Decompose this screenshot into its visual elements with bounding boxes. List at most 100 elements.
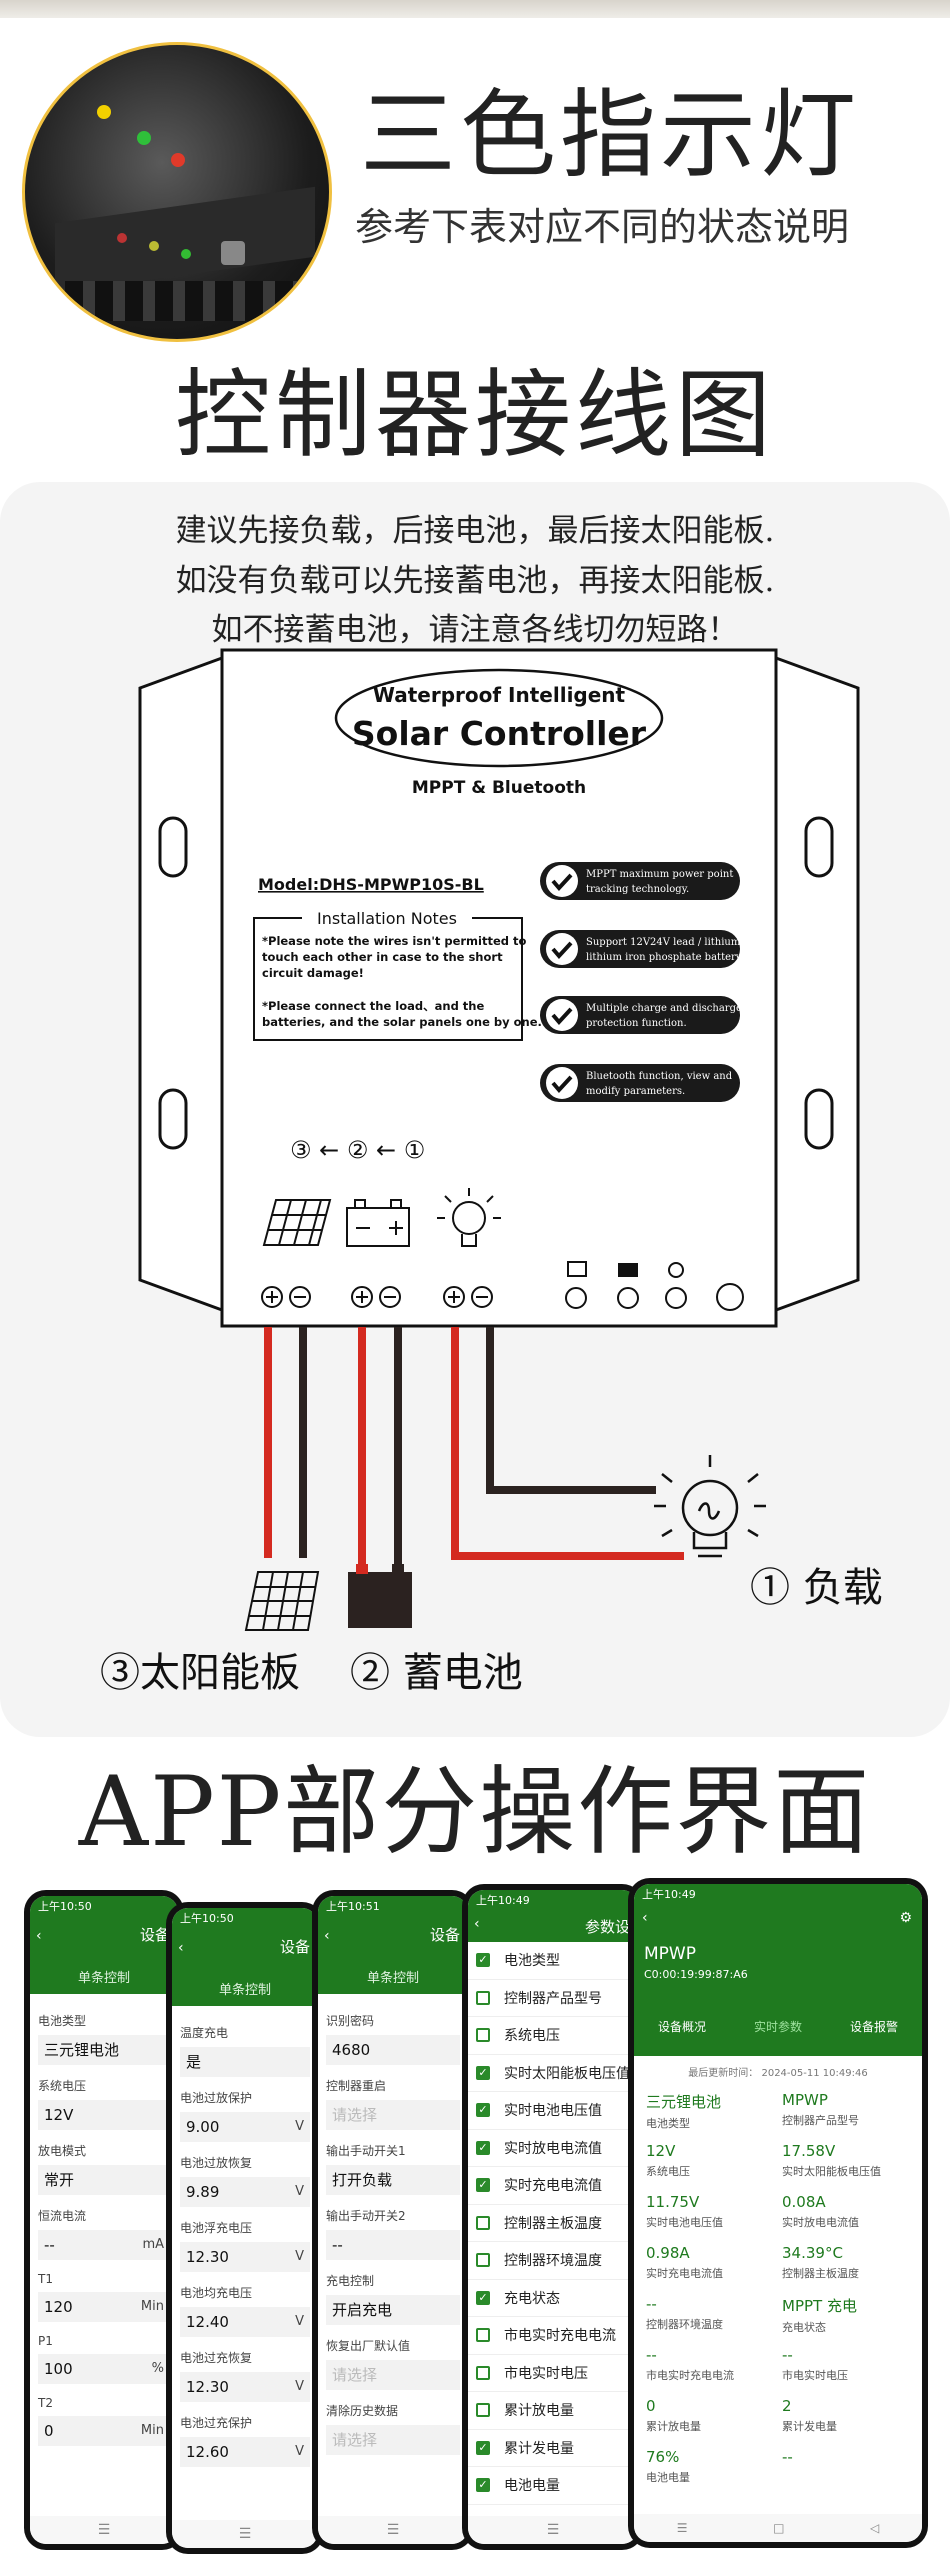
checkbox-icon[interactable]: [476, 2215, 490, 2230]
parameter-label: 实时太阳能板电压值: [504, 2065, 630, 2082]
menu-icon[interactable]: ☰: [97, 2522, 111, 2538]
tab-realtime-params[interactable]: 实时参数: [753, 2020, 802, 2034]
param-value: 0.08A: [782, 2193, 826, 2211]
parameter-row[interactable]: ✓累计发电量: [468, 2430, 638, 2467]
checkbox-icon[interactable]: ✓: [476, 2065, 490, 2080]
field-value-input[interactable]: 打开负载: [326, 2165, 460, 2195]
checkbox-icon[interactable]: [476, 2328, 490, 2343]
parameter-row[interactable]: 累计放电量: [468, 2392, 638, 2430]
tab-single-control[interactable]: 单条控制: [318, 1964, 468, 1994]
parameter-row[interactable]: 系统电压: [468, 2017, 638, 2055]
parameter-label: 控制器主板温度: [504, 2215, 602, 2232]
tab-device-alarm[interactable]: 设备报警: [849, 2020, 898, 2034]
back-icon[interactable]: ‹: [324, 1928, 330, 1944]
checkbox-icon[interactable]: ✓: [476, 2178, 490, 2193]
badge-line1: Waterproof Intelligent: [373, 683, 626, 707]
parameter-row[interactable]: ✓充电状态: [468, 2280, 638, 2317]
status-bar: 上午10:50: [172, 1908, 318, 1930]
field-value: 请选择: [332, 2366, 378, 2384]
svg-text:modify parameters.: modify parameters.: [586, 1086, 685, 1097]
menu-icon[interactable]: ☰: [546, 2522, 560, 2538]
field-label: 温度充电: [180, 2026, 229, 2040]
back-icon[interactable]: ‹: [36, 1928, 42, 1944]
field-value-input[interactable]: 12V: [38, 2100, 170, 2130]
checkbox-icon[interactable]: [476, 2028, 490, 2043]
checkbox-icon[interactable]: [476, 2253, 490, 2268]
param-value: 0.98A: [646, 2244, 690, 2262]
menu-icon[interactable]: ☰: [676, 2521, 688, 2535]
checkbox-icon[interactable]: [476, 1990, 490, 2005]
checkbox-icon[interactable]: [476, 2403, 490, 2418]
load-positive-wire: [451, 1327, 684, 1560]
param-label: 实时太阳能板电压值: [782, 2165, 881, 2178]
field-value-input[interactable]: 请选择: [326, 2425, 460, 2455]
tab-single-control[interactable]: 单条控制: [172, 1976, 318, 2006]
field-value-input[interactable]: 常开: [38, 2165, 170, 2195]
led-red-small-icon: [117, 233, 127, 243]
parameter-row[interactable]: ✓实时充电电流值: [468, 2167, 638, 2205]
field-value-input[interactable]: 开启充电: [326, 2295, 460, 2325]
menu-icon[interactable]: ☰: [386, 2522, 400, 2538]
field-value-input[interactable]: 4680: [326, 2035, 460, 2065]
parameter-row[interactable]: ✓电池电量: [468, 2467, 638, 2505]
tab-single-control[interactable]: 单条控制: [30, 1964, 178, 1994]
checkbox-icon[interactable]: ✓: [476, 2103, 490, 2118]
field-value-input[interactable]: 100%: [38, 2354, 170, 2384]
menu-icon[interactable]: ☰: [238, 2526, 252, 2542]
parameter-label: 电池类型: [504, 1953, 560, 1970]
field-value-input[interactable]: --: [326, 2230, 460, 2260]
field-value-input[interactable]: 请选择: [326, 2360, 460, 2390]
field-value-input[interactable]: 请选择: [326, 2100, 460, 2130]
phone-parameter-selection: 上午10:49 ‹ 参数设 ✓ 电池类型控制器产品型号系统电压 ✓ 实时太阳能板电压值…: [462, 1884, 644, 2550]
green-led-icon: [137, 131, 151, 145]
param-label: 实时放电电流值: [782, 2216, 859, 2229]
field-unit: mA: [142, 2237, 164, 2252]
parameter-row[interactable]: ✓实时电池电压值: [468, 2092, 638, 2130]
checkbox-icon[interactable]: ✓: [476, 2478, 490, 2493]
parameter-row[interactable]: 市电实时电压: [468, 2355, 638, 2392]
field-value-input[interactable]: 是: [180, 2047, 310, 2077]
checkbox-icon[interactable]: ✓: [476, 1953, 490, 1968]
check-icon: [551, 873, 573, 892]
home-icon[interactable]: □: [773, 2521, 785, 2535]
back-nav-icon[interactable]: ◁: [869, 2521, 880, 2535]
feature-2: Support 12V24V lead / lithium lithium ir…: [540, 930, 743, 968]
checkbox-icon[interactable]: ✓: [476, 2290, 490, 2305]
model-number: Model:DHS-MPWP10S-BL: [258, 875, 484, 894]
parameter-row[interactable]: ✓ 电池类型: [468, 1942, 638, 1980]
field-value-input[interactable]: --mA: [38, 2230, 170, 2260]
tab-device-overview[interactable]: 设备概况: [657, 2020, 706, 2034]
screen-title: 设备: [139, 1926, 170, 1944]
checkbox-icon[interactable]: ✓: [476, 2140, 490, 2155]
settings-icon[interactable]: ⚙: [899, 1910, 912, 1926]
parameter-row[interactable]: ✓ 实时太阳能板电压值: [468, 2055, 638, 2092]
screen-title: 参数设: [584, 1918, 630, 1936]
parameter-row[interactable]: 控制器产品型号: [468, 1980, 638, 2017]
back-icon[interactable]: ‹: [178, 1940, 184, 1956]
parameter-row[interactable]: 市电实时充电电流: [468, 2317, 638, 2355]
parameter-row[interactable]: ✓实时放电电流值: [468, 2130, 638, 2167]
param-value: 76%: [646, 2448, 680, 2466]
parameter-row[interactable]: 控制器主板温度: [468, 2205, 638, 2242]
field-value: 12.30: [186, 2248, 229, 2266]
parameter-row[interactable]: 控制器环境温度: [468, 2242, 638, 2280]
checkbox-icon[interactable]: [476, 2365, 490, 2380]
back-icon[interactable]: ‹: [474, 1916, 480, 1932]
status-bar: 上午10:49: [468, 1890, 638, 1912]
back-icon[interactable]: ‹: [642, 1910, 648, 1926]
field-label: 放电模式: [38, 2144, 87, 2158]
checkbox-icon[interactable]: ✓: [476, 2440, 490, 2455]
param-cell: MPPT 充电充电状态: [782, 2287, 910, 2338]
right-wing: [774, 655, 860, 1313]
field-value-input[interactable]: 三元锂电池: [38, 2035, 170, 2065]
